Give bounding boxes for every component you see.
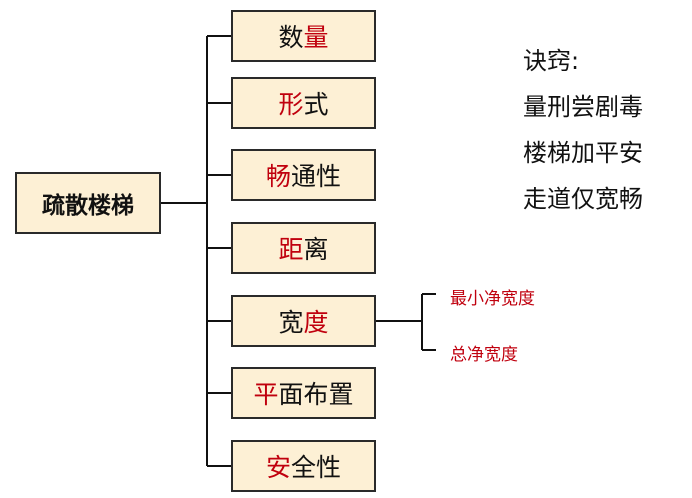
node-highlight: 平 [253, 380, 279, 409]
node-text: 式 [303, 90, 329, 119]
node-distance: 距离 [231, 222, 376, 274]
node-text: 数 [278, 23, 304, 52]
node-text: 通性 [291, 162, 342, 191]
node-text: 全性 [291, 453, 342, 482]
root-label: 疏散楼梯 [42, 193, 134, 219]
node-text: 宽 [278, 308, 304, 337]
node-width: 宽度 [231, 295, 376, 347]
mnemonic-block: 诀窍: 量刑尝剧毒 楼梯加平安 走道仅宽畅 [523, 38, 643, 222]
mnemonic-line: 量刑尝剧毒 [523, 93, 643, 121]
node-highlight: 距 [278, 235, 304, 264]
node-text: 离 [303, 235, 329, 264]
node-form: 形式 [231, 77, 376, 129]
subitem-total-net-width: 总净宽度 [450, 345, 518, 365]
node-highlight: 形 [278, 90, 304, 119]
mnemonic-title: 诀窍: [523, 47, 580, 75]
node-highlight: 畅 [265, 162, 291, 191]
node-quantity: 数量 [231, 10, 376, 62]
node-safety: 安全性 [231, 440, 376, 492]
node-text: 面布置 [278, 380, 354, 409]
mnemonic-line: 走道仅宽畅 [523, 185, 643, 213]
node-highlight: 量 [303, 23, 329, 52]
node-highlight: 安 [265, 453, 291, 482]
root-node: 疏散楼梯 [15, 172, 161, 234]
node-highlight: 度 [303, 308, 329, 337]
node-layout: 平面布置 [231, 367, 376, 419]
node-smoothness: 畅通性 [231, 149, 376, 201]
mnemonic-line: 楼梯加平安 [523, 139, 643, 167]
subitem-min-net-width: 最小净宽度 [450, 289, 535, 309]
